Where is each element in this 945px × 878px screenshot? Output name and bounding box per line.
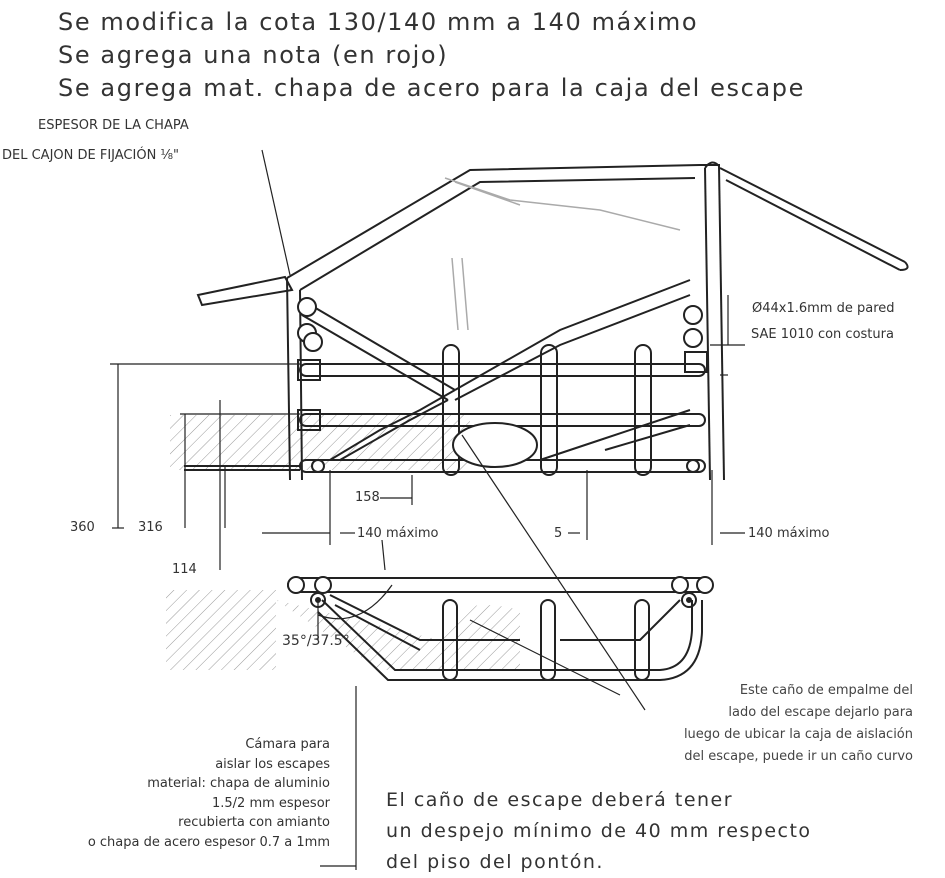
camera-note-line2: aislar los escapes — [215, 756, 330, 772]
camera-note-line3: material: chapa de aluminio — [147, 776, 330, 791]
revision-note-2: Se agrega una nota (en rojo) — [58, 41, 449, 69]
clearance-note-line1: El caño de escape deberá tener — [386, 789, 734, 811]
exhaust-connection-note: Este caño de empalme del lado del escape… — [560, 680, 913, 768]
dimension-360: 360 — [70, 520, 95, 535]
exhaust-note-line2: lado del escape dejarlo para — [728, 705, 913, 720]
dimension-lines — [110, 149, 745, 870]
sheet-thickness-note-line1: ESPESOR DE LA CHAPA — [38, 118, 189, 133]
rail-top — [299, 363, 706, 377]
camera-note-line5: recubierta con amianto — [178, 815, 330, 830]
camera-note-line1: Cámara para — [245, 737, 330, 752]
vertical-struts — [442, 344, 652, 476]
revision-note-3: Se agrega mat. chapa de acero para la ca… — [58, 74, 805, 102]
lower-frame — [287, 576, 714, 681]
dimension-316: 316 — [138, 520, 163, 535]
dimension-right-140-max: 140 máximo — [748, 526, 830, 541]
clearance-note-line3: del piso del pontón. — [386, 851, 604, 873]
revision-notes: Se modifica la cota 130/140 mm a 140 máx… — [58, 6, 918, 105]
camera-note-line6: o chapa de acero espesor 0.7 a 1mm — [87, 834, 330, 850]
camera-note-line4: 1.5/2 mm espesor — [211, 795, 330, 811]
dimension-5: 5 — [554, 526, 563, 541]
tube-spec-line1: Ø44x1.6mm de pared — [752, 301, 895, 316]
exhaust-clearance-note: El caño de escape deberá tener un despej… — [386, 785, 812, 878]
exhaust-opening — [452, 422, 538, 468]
hatched-area-lower — [166, 590, 276, 670]
revision-note-1: Se modifica la cota 130/140 mm a 140 máx… — [58, 8, 699, 36]
roll-cage — [196, 161, 909, 481]
hatched-area-lower-wedge — [276, 600, 520, 670]
clearance-note-line2: un despejo mínimo de 40 mm respecto — [386, 820, 812, 842]
dimension-angle: 35°/37.5° — [282, 633, 350, 649]
dimension-114: 114 — [172, 562, 197, 577]
exhaust-note-line3: luego de ubicar la caja de aislación — [683, 727, 913, 742]
sheet-thickness-note-line2: DEL CAJON DE FIJACIÓN ⅛" — [2, 148, 180, 163]
exhaust-note-line4: del escape, puede ir un caño curvo — [684, 749, 913, 764]
dimension-158: 158 — [355, 490, 380, 505]
exhaust-chamber-note: Cámara para aislar los escapes material:… — [0, 735, 330, 852]
dimension-left-140-max: 140 máximo — [357, 526, 439, 541]
tube-spec-line2: SAE 1010 con costura — [751, 327, 894, 342]
exhaust-note-line1: Este caño de empalme del — [739, 683, 913, 698]
side-holes — [297, 297, 708, 473]
